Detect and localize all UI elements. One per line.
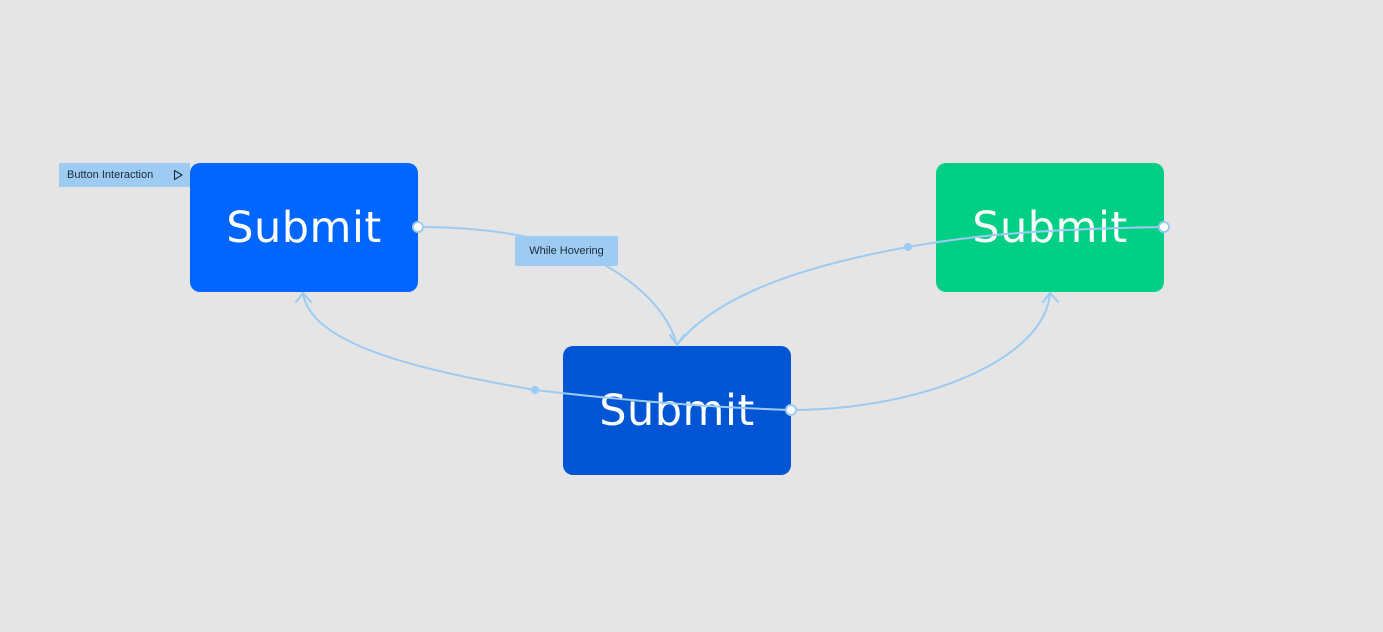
submit-button-hover-frame[interactable]: Submit — [563, 346, 791, 475]
button-label: Submit — [226, 202, 382, 253]
flow-starting-point-label[interactable]: Button Interaction — [59, 163, 190, 187]
flow-name: Button Interaction — [67, 169, 154, 181]
submit-button-default-frame[interactable]: Submit — [190, 163, 418, 292]
trigger-label[interactable]: While Hovering — [515, 236, 618, 266]
button-label: Submit — [972, 202, 1128, 253]
connection-hover-to-pressed[interactable] — [790, 292, 1051, 411]
trigger-label-text: While Hovering — [529, 245, 604, 257]
button-label: Submit — [599, 385, 755, 436]
play-outline-icon[interactable] — [172, 169, 184, 181]
